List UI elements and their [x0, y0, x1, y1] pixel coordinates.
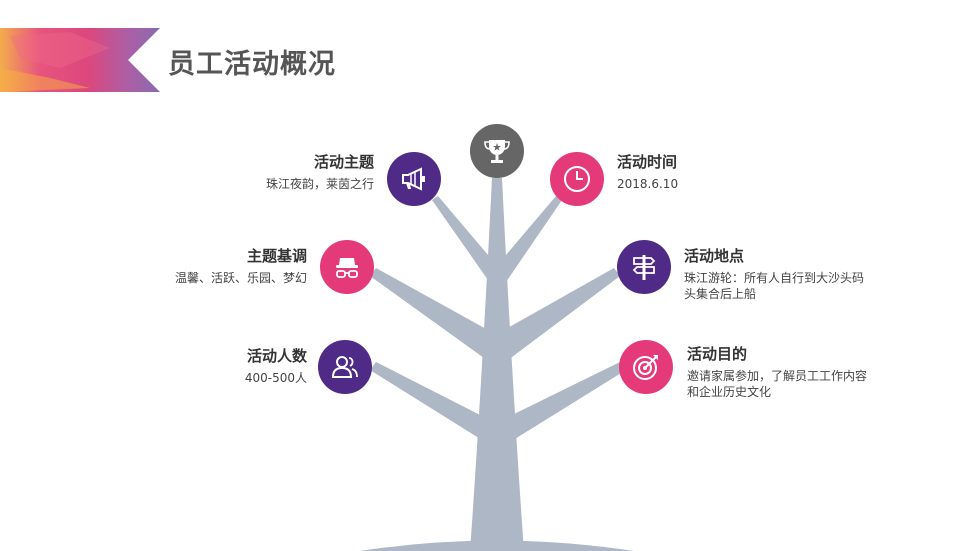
time-node: [550, 152, 604, 206]
theme-node: [387, 152, 441, 206]
theme-title: 活动主题: [313, 153, 374, 171]
tone-label: 主题基调 温馨、活跃、乐园、梦幻: [175, 245, 307, 286]
count-desc: 400-500人: [244, 371, 307, 385]
time-title: 活动时间: [617, 153, 678, 171]
trophy-icon: [484, 140, 510, 163]
count-node: [318, 340, 372, 394]
megaphone-icon: [402, 167, 425, 191]
people-icon: [331, 356, 358, 378]
watercolor-banner: [0, 28, 160, 92]
goal-node: [619, 340, 673, 394]
place-label: 活动地点 珠江游轮：所有人自行到大沙头码 头集合后上船: [684, 245, 864, 302]
count-title: 活动人数: [246, 347, 307, 365]
place-desc-line1: 珠江游轮：所有人自行到大沙头码: [684, 271, 865, 285]
place-title: 活动地点: [684, 247, 745, 265]
count-label: 活动人数 400-500人: [245, 345, 307, 386]
tone-desc: 温馨、活跃、乐园、梦幻: [174, 271, 307, 285]
goal-desc-line2: 和企业历史文化: [687, 385, 772, 399]
goal-title: 活动目的: [687, 345, 748, 363]
theme-desc: 珠江夜韵，莱茵之行: [265, 177, 374, 191]
target-icon: [633, 355, 658, 380]
place-desc-line2: 头集合后上船: [684, 287, 757, 301]
hat-glasses-icon: [336, 258, 358, 278]
tone-node: [320, 240, 374, 294]
place-node: [617, 240, 671, 294]
signpost-icon: [632, 255, 656, 280]
slide-title: 员工活动概况: [168, 49, 336, 80]
time-label: 活动时间 2018.6.10: [617, 151, 678, 192]
time-desc: 2018.6.10: [617, 177, 679, 191]
goal-desc-line1: 邀请家属参加，了解员工工作内容: [687, 369, 868, 383]
clock-icon: [564, 166, 590, 192]
tone-title: 主题基调: [246, 247, 307, 265]
theme-label: 活动主题 珠江夜韵，莱茵之行: [266, 151, 374, 192]
trophy-node: [470, 124, 524, 178]
goal-label: 活动目的 邀请家属参加，了解员工工作内容 和企业历史文化: [687, 343, 867, 400]
